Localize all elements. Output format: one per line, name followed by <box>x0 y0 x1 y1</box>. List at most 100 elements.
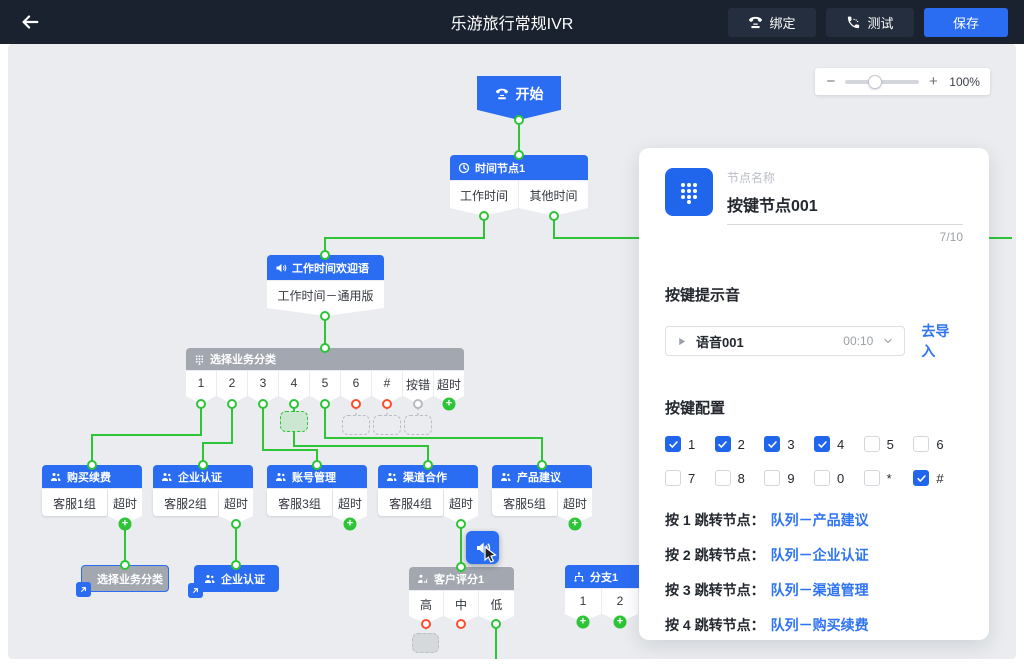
zoom-out-button[interactable]: − <box>826 73 836 90</box>
port-input[interactable] <box>87 460 97 470</box>
key-checkbox-6[interactable]: 6 <box>913 436 963 452</box>
port-add[interactable] <box>613 615 627 629</box>
zoom-in-button[interactable]: + <box>928 73 938 90</box>
node-name-input[interactable]: 按键节点001 <box>727 186 963 225</box>
flow-canvas[interactable]: 开始 时间节点1 工作时间 其他时间 工作时间欢迎语 工作时间－通用版 选择业务… <box>8 44 1016 659</box>
port-output[interactable] <box>549 211 559 221</box>
port-output[interactable] <box>320 311 330 321</box>
jump-target-link[interactable]: 队列－产品建议 <box>770 512 869 528</box>
key-checkbox-5[interactable]: 5 <box>863 436 914 452</box>
port-output[interactable] <box>479 211 489 221</box>
key-checkbox-0[interactable]: 0 <box>814 470 864 486</box>
port-add[interactable] <box>442 397 456 411</box>
port-output-unset[interactable] <box>456 619 466 629</box>
node-keypress-main[interactable]: 选择业务分类 1 2 3 4 5 6 # 按错 超时 <box>186 348 464 404</box>
port-output[interactable] <box>258 399 268 409</box>
port-input[interactable] <box>198 460 208 470</box>
port-output-unset[interactable] <box>351 399 361 409</box>
checkbox[interactable] <box>764 470 781 486</box>
branch-cell[interactable]: 4 <box>279 371 309 404</box>
port-input[interactable] <box>312 460 322 470</box>
checkbox[interactable] <box>814 436 830 452</box>
checkbox[interactable] <box>665 436 681 452</box>
audio-cell[interactable]: 工作时间－通用版 <box>267 281 384 316</box>
key-checkbox-4[interactable]: 4 <box>814 436 864 452</box>
zoom-slider-knob[interactable] <box>867 74 882 89</box>
import-audio-link[interactable]: 去导入 <box>921 323 950 359</box>
port-input[interactable] <box>320 343 330 353</box>
node-rating[interactable]: 客户评分1 高 中 低 <box>409 567 514 624</box>
key-checkbox-star[interactable]: * <box>863 470 914 486</box>
bind-button[interactable]: 绑定 <box>728 7 816 37</box>
branch-cell[interactable]: 1 <box>186 371 216 404</box>
checkbox[interactable] <box>665 470 681 486</box>
branch-cell[interactable]: 6 <box>341 371 371 404</box>
node-start[interactable]: 开始 <box>477 76 561 120</box>
checkbox[interactable] <box>714 470 731 486</box>
branch-cell[interactable]: 低 <box>479 591 514 624</box>
jump-target-link[interactable]: 队列－渠道管理 <box>770 582 869 598</box>
port-output[interactable] <box>289 399 299 409</box>
port-add[interactable] <box>576 615 590 629</box>
port-output[interactable] <box>514 115 524 125</box>
port-input[interactable] <box>120 560 130 570</box>
drop-placeholder[interactable] <box>404 415 432 435</box>
checkbox[interactable] <box>714 436 731 452</box>
drop-placeholder[interactable] <box>342 415 370 435</box>
port-output[interactable] <box>227 399 237 409</box>
branch-cell[interactable]: 高 <box>409 591 443 624</box>
checkbox[interactable] <box>814 470 830 486</box>
node-welcome[interactable]: 工作时间欢迎语 工作时间－通用版 <box>267 255 384 316</box>
jump-target-link[interactable]: 队列－购买续费 <box>770 617 869 633</box>
back-button[interactable] <box>16 8 44 36</box>
queue-node-1[interactable]: 企业认证 客服2组 超时 <box>153 465 253 524</box>
port-output[interactable] <box>231 519 241 529</box>
port-input[interactable] <box>456 562 466 572</box>
play-icon[interactable] <box>676 336 687 347</box>
checkbox[interactable] <box>863 470 880 486</box>
checkbox[interactable] <box>913 436 930 452</box>
port-add[interactable] <box>118 517 132 531</box>
save-button[interactable]: 保存 <box>924 7 1008 37</box>
port-output-optional[interactable] <box>413 399 423 409</box>
port-output[interactable] <box>456 519 466 529</box>
timeout-cell[interactable]: 超时 <box>219 489 253 524</box>
checkbox[interactable] <box>863 436 880 452</box>
key-checkbox-9[interactable]: 9 <box>764 470 814 486</box>
timeout-cell[interactable]: 超时 <box>444 489 478 524</box>
key-checkbox-1[interactable]: 1 <box>665 436 715 452</box>
queue-node-4[interactable]: 产品建议 客服5组 超时 <box>492 465 592 524</box>
port-output-unset[interactable] <box>421 619 431 629</box>
port-add[interactable] <box>568 517 582 531</box>
branch-cell[interactable]: 按错 <box>403 371 433 404</box>
branch-cell[interactable]: 工作时间 <box>450 181 518 216</box>
port-input[interactable] <box>537 460 547 470</box>
agent-cell[interactable]: 客服1组 <box>42 489 107 516</box>
port-input[interactable] <box>320 250 330 260</box>
port-add[interactable] <box>343 517 357 531</box>
branch-cell[interactable]: 5 <box>310 371 340 404</box>
port-output[interactable] <box>320 399 330 409</box>
port-input[interactable] <box>514 150 524 160</box>
drop-placeholder[interactable] <box>373 415 401 435</box>
key-checkbox-7[interactable]: 7 <box>665 470 715 486</box>
dragged-audio-node[interactable] <box>466 531 499 564</box>
agent-cell[interactable]: 客服5组 <box>492 489 557 516</box>
key-checkbox-8[interactable]: 8 <box>714 470 765 486</box>
agent-cell[interactable]: 客服3组 <box>267 489 332 516</box>
branch-cell[interactable]: 2 <box>217 371 247 404</box>
port-input[interactable] <box>231 560 241 570</box>
drop-placeholder[interactable] <box>412 633 439 653</box>
jump-target-link[interactable]: 队列－企业认证 <box>770 547 869 563</box>
checkbox[interactable] <box>764 436 781 452</box>
test-button[interactable]: 测试 <box>826 7 914 37</box>
branch-cell[interactable]: 中 <box>444 591 478 624</box>
checkbox[interactable] <box>913 470 930 486</box>
agent-cell[interactable]: 客服2组 <box>153 489 218 516</box>
branch-cell[interactable]: 其他时间 <box>519 181 588 216</box>
agent-cell[interactable]: 客服4组 <box>378 489 443 516</box>
key-checkbox-3[interactable]: 3 <box>764 436 814 452</box>
key-checkbox-2[interactable]: 2 <box>714 436 765 452</box>
branch-cell[interactable]: # <box>372 371 402 404</box>
port-output-unset[interactable] <box>382 399 392 409</box>
